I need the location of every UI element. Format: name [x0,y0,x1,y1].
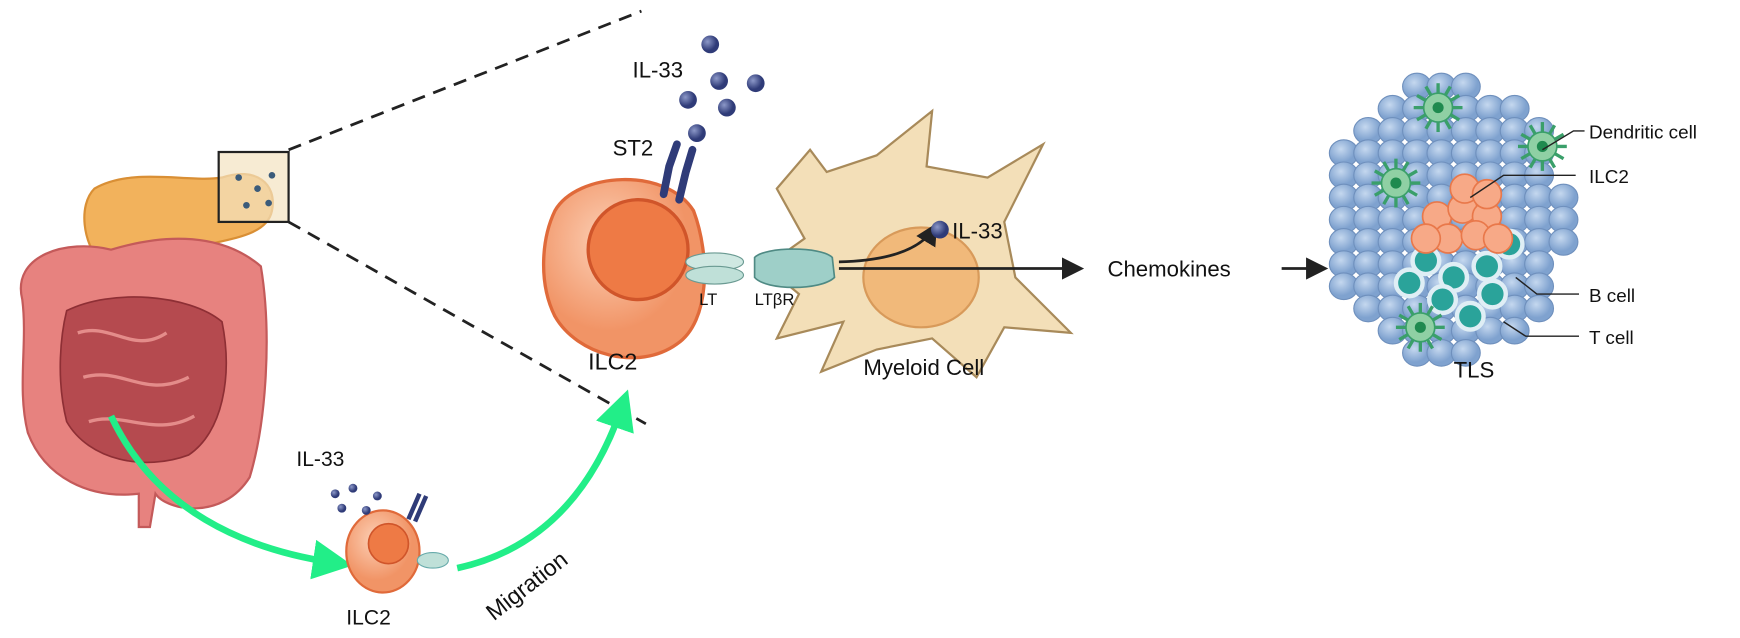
il33-top-label: IL-33 [633,58,684,83]
b-cell [1471,250,1503,282]
dendritic-cell [1517,122,1567,171]
il33-release-arrow [838,222,938,264]
lt-ligand [685,252,745,285]
ilc2-cell [1471,178,1503,210]
ilc2-cell [1482,223,1514,254]
b-cell [1476,278,1508,310]
t-cell [1450,338,1481,367]
t-cell [1499,316,1530,345]
il33-myeloid-dot [931,220,949,239]
myeloid-cell-label: Myeloid Cell [863,355,984,380]
b-cell [1454,300,1486,332]
migration-arrow-1 [108,414,353,580]
ltbr-receptor [753,248,836,289]
st2-receptor [659,140,697,204]
ltbr-label: LTβR [755,290,795,309]
big-ilc2 [541,177,707,360]
t-cell [1548,228,1579,256]
il33-top-dots [679,35,765,143]
dendritic-cell [1371,158,1421,208]
lt-label: LT [699,290,717,309]
ilc2-tls-label: ILC2 [1589,166,1629,187]
ilc2-cell [1410,223,1442,254]
tls-leader-lines [1469,130,1585,337]
dendritic-cell [1413,83,1463,133]
il33-small-label: IL-33 [296,448,344,471]
ilc2-small-label: ILC2 [346,607,391,630]
small-ilc2 [345,492,449,594]
tumor-cells-icon [235,171,276,209]
t-cell [1524,294,1555,323]
b-cell [1393,267,1425,299]
tls-label: TLS [1454,357,1495,382]
b-cell-label: B cell [1589,285,1635,306]
migration-arrow-2 [456,389,634,572]
il33-small-dots [330,483,382,515]
dendritic-cell-label: Dendritic cell [1589,122,1697,143]
ilc2-big-label: ILC2 [588,348,637,374]
b-cell [1427,284,1459,316]
intestine [19,237,268,529]
t-cell-label: T cell [1589,327,1634,348]
il33-myeloid-label: IL-33 [952,219,1003,244]
zoom-box [217,150,290,224]
dendritic-cell [1395,302,1445,352]
st2-label: ST2 [613,135,654,160]
chemokines-label: Chemokines [1107,256,1230,281]
zoom-lines [287,9,647,426]
tls-cluster [1328,72,1579,367]
